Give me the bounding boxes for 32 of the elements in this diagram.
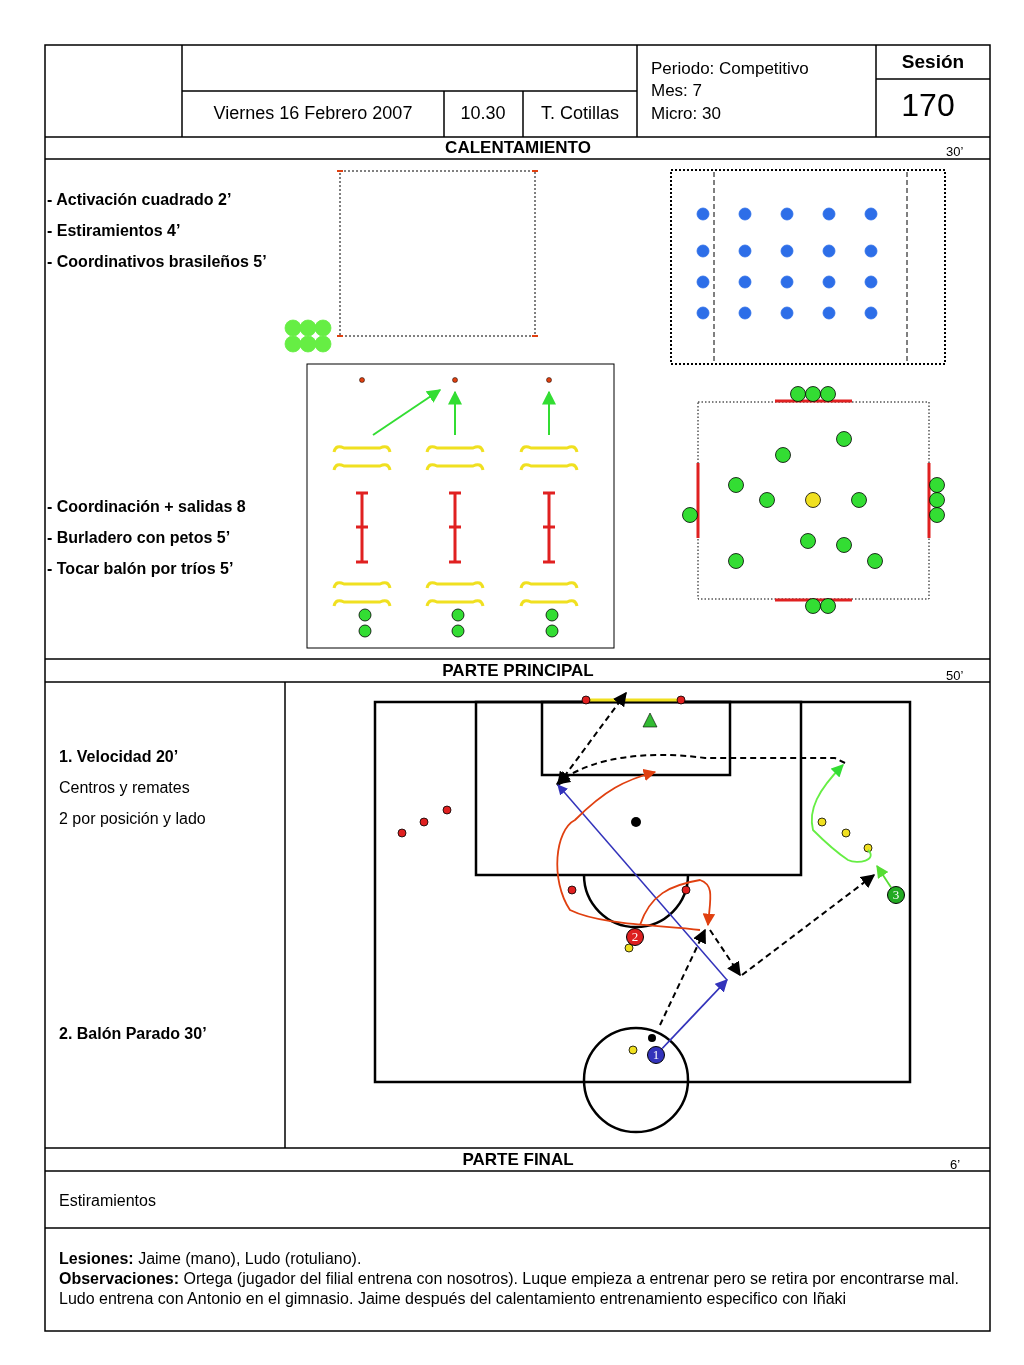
player-marker: 3	[887, 886, 905, 904]
arrow	[661, 979, 728, 1050]
note-text: Observaciones: Ortega (jugador del filial entrena con nosotros). Luque empieza a entrenar pero se retira por encontrarse mal. Ludo entrena con Antonio en el gimnasio. Jaime después del calentamiento entrenamiento especifico con Iñaki	[59, 1269, 961, 1309]
exercise-item: Estiramientos	[59, 1191, 157, 1211]
exercise-detail: 2 por posición y lado	[59, 809, 207, 829]
period-text: Periodo: Competitivo	[651, 59, 810, 80]
arrow	[876, 864, 892, 889]
player-marker: 1	[647, 1046, 665, 1064]
exercise-item: 1. Velocidad 20’	[59, 747, 180, 767]
exercise-item: - Coordinativos brasileños 5’	[47, 252, 268, 272]
date-text: Viernes 16 Febrero 2007	[212, 103, 414, 125]
section-heading: CALENTAMIENTO	[444, 138, 592, 159]
section-heading: PARTE PRINCIPAL	[441, 661, 595, 682]
duration-text: 50’	[946, 668, 965, 684]
duration-text: 6’	[950, 1157, 962, 1173]
duration-text: 30’	[946, 144, 965, 160]
exercise-item: - Burladero con petos 5’	[47, 528, 232, 548]
exercise-item: - Activación cuadrado 2’	[47, 190, 233, 210]
exercise-item: - Coordinación + salidas 8	[47, 497, 247, 517]
month-text: Mes: 7	[651, 81, 704, 102]
player-marker: 2	[626, 928, 644, 946]
exercise-item: 2. Balón Parado 30’	[59, 1024, 208, 1044]
time-text: 10.30	[459, 103, 507, 125]
session-number: 170	[900, 86, 956, 125]
exercise-item: - Estiramientos 4’	[47, 221, 182, 241]
exercise-item: - Tocar balón por tríos 5’	[47, 559, 235, 579]
coach-name: T. Cotillas	[540, 103, 620, 125]
section-heading: PARTE FINAL	[461, 1150, 575, 1171]
session-heading: Sesión	[900, 51, 966, 74]
micro-text: Micro: 30	[651, 104, 722, 125]
note-text: Lesiones: Jaime (mano), Ludo (rotuliano).	[59, 1249, 363, 1269]
exercise-detail: Centros y remates	[59, 778, 191, 798]
